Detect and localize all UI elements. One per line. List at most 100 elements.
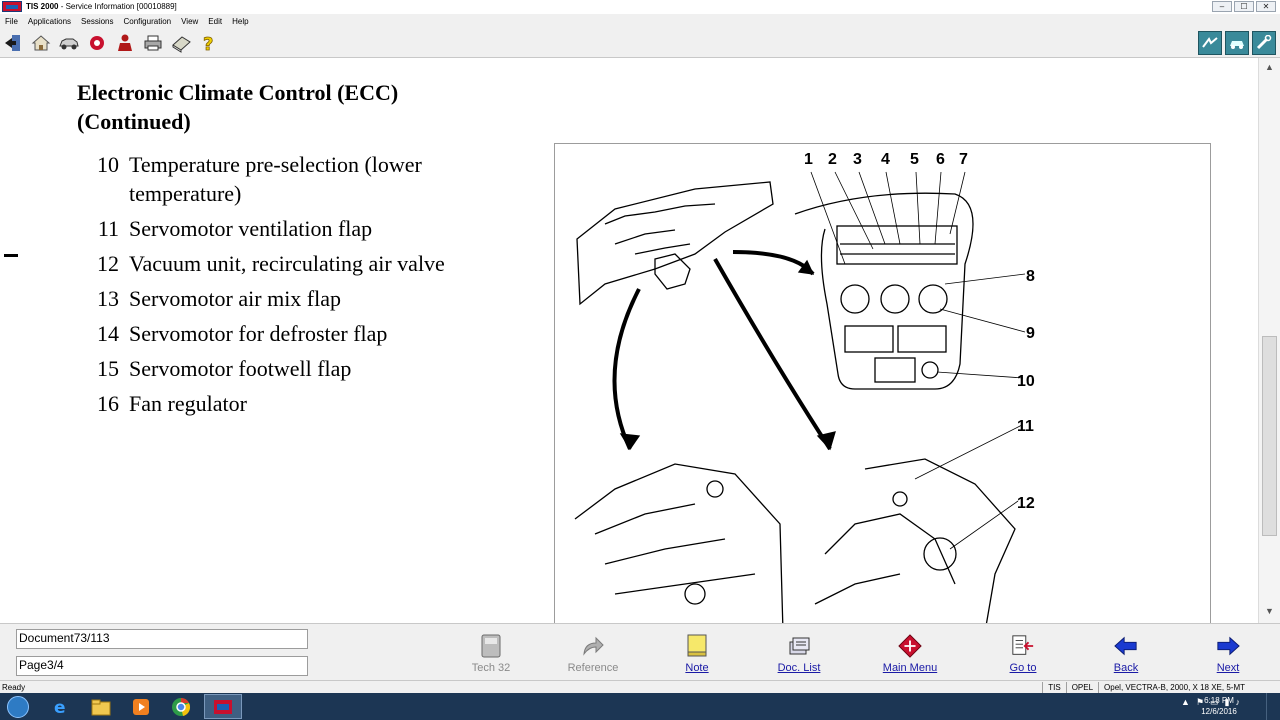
item-text: Servomotor footwell flap xyxy=(129,356,352,381)
back-label: Back xyxy=(1113,662,1139,674)
toolbar: ? xyxy=(0,28,1280,58)
start-button[interactable] xyxy=(1,694,35,720)
dashboard-unit xyxy=(654,253,691,290)
control-panel-outline xyxy=(794,192,974,390)
callout-5: 5 xyxy=(910,151,919,168)
component-list: 10 Temperature pre-selection (lower tempe… xyxy=(77,150,507,424)
document-viewer: Electronic Climate Control (ECC) (Contin… xyxy=(0,58,1258,623)
tech32-label: Tech 32 xyxy=(471,662,511,674)
back-arrow-icon xyxy=(1114,634,1138,658)
item-text: Servomotor ventilation flap xyxy=(129,216,373,241)
control-panel-slot-right xyxy=(897,325,947,353)
arrow-to-right-unit xyxy=(713,258,832,451)
note-icon xyxy=(685,634,709,658)
item-number: 15 xyxy=(97,356,119,381)
tray-flag-icon[interactable]: ⚑ xyxy=(1195,697,1205,707)
tray-arrow-icon[interactable]: ▲ xyxy=(1181,697,1190,707)
ecc-diagram-drawing: 1 2 3 4 5 6 7 8 9 10 11 12 13 xyxy=(574,151,1035,623)
chrome-taskbar-icon[interactable] xyxy=(162,694,200,719)
diagnostics-icon[interactable] xyxy=(86,32,108,54)
item-text: Temperature pre-selection (lower tempera… xyxy=(129,152,422,206)
tray-volume-icon[interactable]: ♪ xyxy=(1235,697,1241,707)
tis-app-icon xyxy=(2,1,22,12)
minimize-button[interactable]: – xyxy=(1212,1,1232,12)
media-player-taskbar-icon[interactable] xyxy=(122,694,160,719)
system-tray: ▲ ⚑ ▭ ▮ ♪ xyxy=(1181,697,1240,708)
control-panel-buttons xyxy=(840,243,955,255)
callout-9: 9 xyxy=(1026,325,1035,342)
reference-label: Reference xyxy=(567,662,619,674)
scroll-thumb[interactable] xyxy=(1262,336,1277,536)
ie-taskbar-icon[interactable]: e xyxy=(42,694,80,719)
arrow-to-left-unit xyxy=(612,288,641,450)
document-counter-field: Document73/113 xyxy=(16,629,308,649)
arrow-head-right xyxy=(816,431,836,451)
help-icon[interactable]: ? xyxy=(198,32,220,54)
maximize-button[interactable]: ☐ xyxy=(1234,1,1254,12)
back-button[interactable]: Back xyxy=(1086,634,1166,676)
item-number: 10 xyxy=(97,152,119,177)
scroll-up-icon[interactable]: ▲ xyxy=(1265,62,1274,72)
status-tis: TIS xyxy=(1042,682,1065,693)
show-desktop-button[interactable] xyxy=(1266,693,1280,720)
home-icon[interactable] xyxy=(30,32,52,54)
windows-logo-icon xyxy=(7,696,29,718)
menu-applications[interactable]: Applications xyxy=(27,16,72,26)
tray-monitor-icon[interactable]: ▭ xyxy=(1210,697,1219,707)
list-item: 11 Servomotor ventilation flap xyxy=(77,214,507,243)
callout-3: 3 xyxy=(853,151,862,168)
reference-button[interactable]: Reference xyxy=(553,634,633,676)
tis2000-taskbar-icon[interactable] xyxy=(204,694,242,719)
main-menu-button[interactable]: Main Menu xyxy=(870,634,950,676)
service-info-icon[interactable] xyxy=(1198,31,1222,55)
menu-edit[interactable]: Edit xyxy=(208,16,223,26)
fan-regulator-knob xyxy=(921,361,939,379)
margin-marker xyxy=(4,254,18,257)
exit-icon[interactable] xyxy=(2,32,24,54)
menu-file[interactable]: File xyxy=(5,16,18,26)
heater-box-left-servo xyxy=(706,480,724,498)
next-arrow-icon xyxy=(1216,634,1240,658)
dashboard-detail xyxy=(604,203,716,255)
knob-right xyxy=(918,284,948,314)
status-bar: Ready TIS OPEL Opel, VECTRA-B, 2000, X 1… xyxy=(0,680,1280,693)
menu-sessions[interactable]: Sessions xyxy=(81,16,114,26)
heater-box-left-detail xyxy=(594,503,756,595)
next-button[interactable]: Next xyxy=(1188,634,1268,676)
arrow-head-panel xyxy=(797,259,815,275)
callout-lines-side xyxy=(914,273,1026,550)
callout-1: 1 xyxy=(804,151,813,168)
doc-list-label: Doc. List xyxy=(777,662,821,674)
close-button[interactable]: ✕ xyxy=(1256,1,1276,12)
go-to-button[interactable]: Go to xyxy=(983,634,1063,676)
menu-help[interactable]: Help xyxy=(232,16,249,26)
note-button[interactable]: Note xyxy=(657,634,737,676)
vehicle-icon[interactable] xyxy=(58,32,80,54)
status-brand: OPEL xyxy=(1065,682,1098,693)
menu-configuration[interactable]: Configuration xyxy=(123,16,172,26)
notebook-icon[interactable] xyxy=(170,32,192,54)
callout-2: 2 xyxy=(828,151,837,168)
svg-text:e: e xyxy=(54,698,66,717)
person-icon[interactable] xyxy=(114,32,136,54)
tools-icon[interactable] xyxy=(1252,31,1276,55)
next-label: Next xyxy=(1216,662,1240,674)
tech32-button[interactable]: Tech 32 xyxy=(451,634,531,676)
menu-view[interactable]: View xyxy=(181,16,199,26)
item-number: 11 xyxy=(97,216,119,241)
print-icon[interactable] xyxy=(142,32,164,54)
window-title: TIS 2000 - Service Information [00010889… xyxy=(26,2,177,11)
status-ready: Ready xyxy=(2,683,26,692)
doc-list-button[interactable]: Doc. List xyxy=(759,634,839,676)
vertical-scrollbar[interactable]: ▲ ▼ xyxy=(1258,58,1280,623)
callout-12: 12 xyxy=(1017,495,1035,512)
callout-10: 10 xyxy=(1017,373,1035,390)
scroll-down-icon[interactable]: ▼ xyxy=(1265,606,1274,616)
explorer-taskbar-icon[interactable] xyxy=(82,694,120,719)
system-clock[interactable]: 6:18 PM 12/6/2016 xyxy=(1194,695,1244,717)
tray-network-icon[interactable]: ▮ xyxy=(1224,697,1230,707)
list-item: 15 Servomotor footwell flap xyxy=(77,354,507,383)
control-panel-slot-left xyxy=(844,325,894,353)
vehicle-data-icon[interactable] xyxy=(1225,31,1249,55)
